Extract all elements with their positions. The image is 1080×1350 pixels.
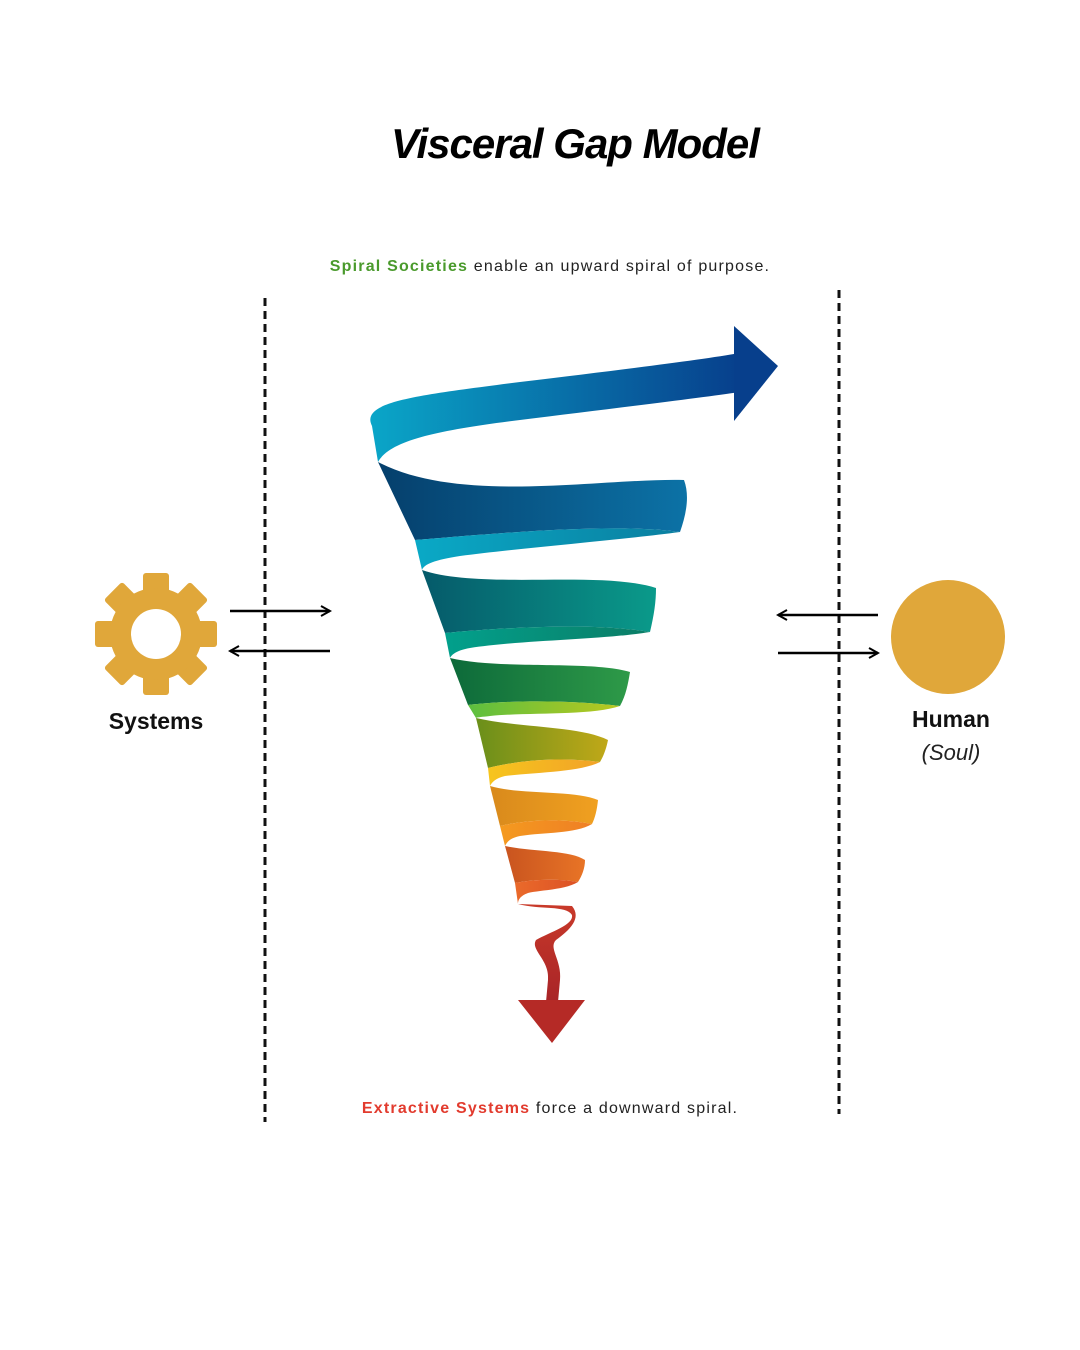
- human-label: Human: [912, 706, 990, 732]
- spiral-ribbon: [370, 353, 740, 1002]
- upward-caption: Spiral Societies enable an upward spiral…: [0, 258, 1080, 276]
- spiral-back-strip: [422, 570, 656, 633]
- spiral-front-strip: [515, 879, 578, 904]
- spiral-front-strip: [370, 353, 740, 462]
- downward-caption-highlight: Extractive Systems: [361, 1100, 531, 1117]
- spiral-front-strip: [415, 528, 680, 570]
- spiral-back-strip: [450, 658, 630, 706]
- spiral-front-strip: [445, 626, 650, 658]
- downward-caption-text: force a downward spiral.: [530, 1100, 739, 1117]
- spiral-back-strip: [490, 786, 598, 826]
- spiral-tail: [518, 904, 576, 1002]
- downward-caption: Extractive Systems force a downward spir…: [0, 1100, 1080, 1118]
- gear-icon: [95, 573, 217, 695]
- spiral-back-strip: [505, 846, 585, 883]
- spiral-front-strip: [468, 701, 620, 718]
- circle-icon: [891, 580, 1005, 694]
- spiral-back-strip: [476, 718, 608, 768]
- upward-arrowhead: [734, 326, 778, 421]
- downward-arrowhead: [518, 1000, 585, 1043]
- spiral-front-strip: [500, 820, 592, 846]
- systems-label: Systems: [108, 708, 204, 734]
- spiral-back-strip: [378, 462, 687, 540]
- soul-sublabel: (Soul): [921, 740, 981, 765]
- diagram-title: Visceral Gap Model: [391, 120, 760, 167]
- spiral-front-strip: [488, 759, 600, 786]
- upward-caption-text: enable an upward spiral of purpose.: [468, 258, 771, 275]
- upward-caption-highlight: Spiral Societies: [329, 258, 469, 275]
